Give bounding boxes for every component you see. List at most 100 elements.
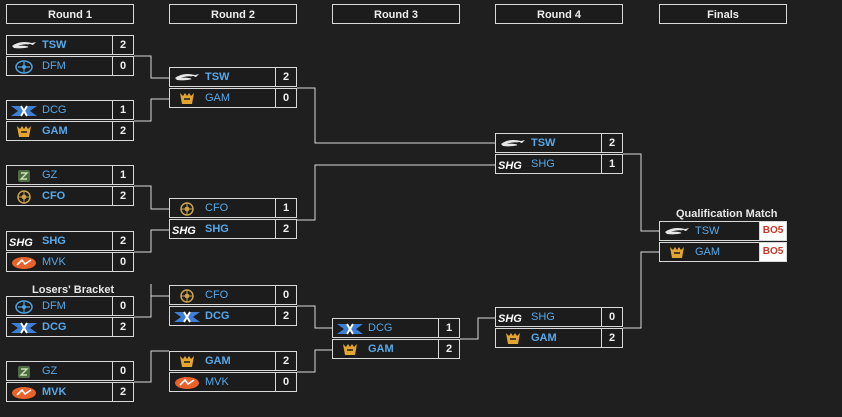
team-row[interactable]: GAM BO5 bbox=[659, 242, 787, 262]
connector-r2m3-r3m1 bbox=[297, 305, 332, 329]
team-name: DCG bbox=[368, 322, 393, 334]
gam-logo-icon bbox=[9, 124, 39, 139]
team-score: BO5 bbox=[759, 222, 786, 240]
team-score: 2 bbox=[438, 340, 459, 358]
team-score: 2 bbox=[112, 36, 133, 54]
team-name: MVK bbox=[42, 256, 66, 268]
round-4-header: Round 4 bbox=[495, 4, 623, 24]
team-row[interactable]: DCG 2 bbox=[6, 317, 134, 337]
connector-r1m3-r2m2 bbox=[134, 185, 169, 210]
svg-text:SHG: SHG bbox=[9, 237, 33, 248]
team-row[interactable]: GAM 0 bbox=[169, 88, 297, 108]
gam-logo-icon bbox=[662, 245, 692, 260]
dfm-logo-icon bbox=[9, 59, 39, 74]
team-name: GAM bbox=[205, 355, 231, 367]
team-name: GAM bbox=[368, 343, 394, 355]
svg-text:SHG: SHG bbox=[172, 225, 196, 236]
connector-r2m4-r3m1 bbox=[297, 349, 332, 373]
round-2-header: Round 2 bbox=[169, 4, 297, 24]
team-score: 2 bbox=[275, 220, 296, 238]
tsw-logo-icon bbox=[498, 136, 528, 151]
team-score: 2 bbox=[112, 187, 133, 205]
finals-header: Finals bbox=[659, 4, 787, 24]
team-row[interactable]: DFM 0 bbox=[6, 296, 134, 316]
svg-text:SHG: SHG bbox=[498, 313, 522, 324]
dcg-logo-icon bbox=[335, 321, 365, 336]
team-row[interactable]: TSW BO5 bbox=[659, 221, 787, 241]
shg-logo-icon: SHG bbox=[498, 310, 528, 325]
team-row[interactable]: SHG SHG 2 bbox=[6, 231, 134, 251]
gam-logo-icon bbox=[498, 331, 528, 346]
team-name: MVK bbox=[205, 376, 229, 388]
team-name: GAM bbox=[695, 246, 721, 258]
shg-logo-icon: SHG bbox=[172, 222, 202, 237]
team-row[interactable]: DCG 1 bbox=[6, 100, 134, 120]
tsw-logo-icon bbox=[9, 38, 39, 53]
team-name: SHG bbox=[531, 158, 555, 170]
tsw-logo-icon bbox=[662, 224, 692, 239]
round-3-header: Round 3 bbox=[332, 4, 460, 24]
team-name: DFM bbox=[42, 300, 66, 312]
team-name: TSW bbox=[695, 225, 720, 237]
connector-r2m2-r4m1 bbox=[297, 164, 495, 221]
round-1-header: Round 1 bbox=[6, 4, 134, 24]
gz-logo-icon bbox=[9, 168, 39, 183]
connector-r1m4-r2m2 bbox=[134, 229, 169, 253]
team-row[interactable]: GAM 2 bbox=[332, 339, 460, 359]
team-row[interactable]: GAM 2 bbox=[169, 351, 297, 371]
team-score: 1 bbox=[112, 101, 133, 119]
qualification-match-label: Qualification Match bbox=[676, 208, 778, 220]
team-score: 2 bbox=[275, 307, 296, 325]
team-name: DCG bbox=[205, 310, 230, 322]
team-score: 2 bbox=[112, 318, 133, 336]
tsw-logo-icon bbox=[172, 70, 202, 85]
team-name: DFM bbox=[42, 60, 66, 72]
team-score: 1 bbox=[112, 166, 133, 184]
team-name: GZ bbox=[42, 365, 58, 377]
team-score: 2 bbox=[112, 232, 133, 250]
team-row[interactable]: SHG SHG 2 bbox=[169, 219, 297, 239]
team-name: MVK bbox=[42, 386, 67, 398]
team-score: 2 bbox=[275, 68, 296, 86]
losers-bracket-label: Losers' Bracket bbox=[32, 284, 115, 296]
gam-logo-icon bbox=[172, 91, 202, 106]
shg-logo-icon: SHG bbox=[9, 234, 39, 249]
gam-logo-icon bbox=[335, 342, 365, 357]
team-score: BO5 bbox=[759, 243, 786, 261]
team-name: SHG bbox=[205, 223, 229, 235]
cfo-logo-icon bbox=[172, 201, 202, 216]
team-score: 2 bbox=[601, 329, 622, 347]
team-name: CFO bbox=[205, 202, 229, 214]
team-score: 0 bbox=[112, 297, 133, 315]
svg-text:SHG: SHG bbox=[498, 160, 522, 171]
team-row[interactable]: MVK 2 bbox=[6, 382, 134, 402]
dcg-logo-icon bbox=[9, 320, 39, 335]
team-name: DCG bbox=[42, 104, 67, 116]
team-row[interactable]: GAM 2 bbox=[495, 328, 623, 348]
team-name: GAM bbox=[205, 92, 231, 104]
team-name: DCG bbox=[42, 321, 67, 333]
mvk-logo-icon bbox=[9, 385, 39, 400]
team-name: GAM bbox=[531, 332, 557, 344]
team-score: 2 bbox=[275, 352, 296, 370]
team-name: SHG bbox=[42, 235, 66, 247]
team-row[interactable]: DCG 2 bbox=[169, 306, 297, 326]
team-name: TSW bbox=[531, 137, 556, 149]
team-score: 2 bbox=[112, 383, 133, 401]
team-score: 0 bbox=[275, 89, 296, 107]
